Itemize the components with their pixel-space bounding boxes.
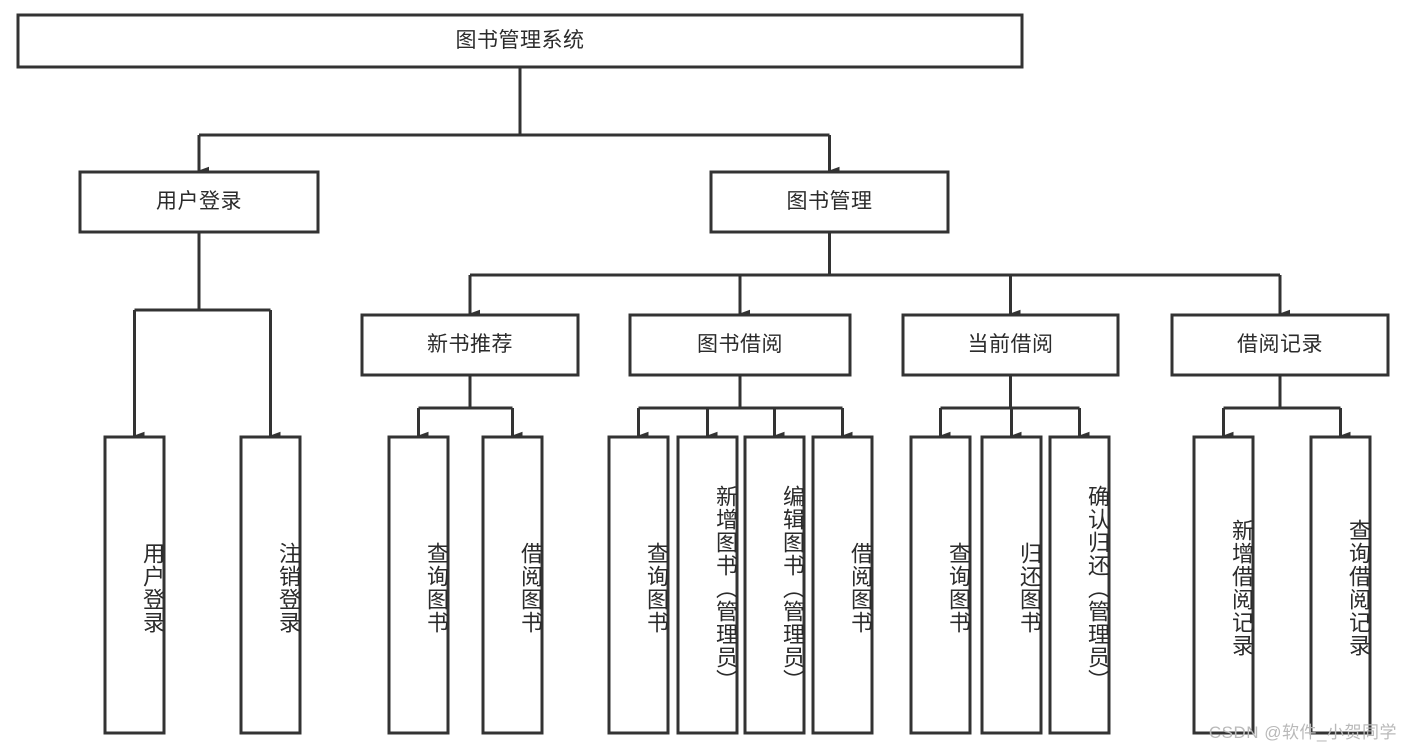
node-box-leaf-bb-edit[interactable] <box>743 435 806 735</box>
node-box-borrow-record[interactable] <box>1170 313 1390 377</box>
node-box-leaf-cb-return[interactable] <box>980 435 1043 735</box>
node-box-root[interactable] <box>16 13 1024 69</box>
node-box-leaf-user-logout[interactable] <box>239 435 302 735</box>
node-box-user-login[interactable] <box>78 170 320 234</box>
node-box-leaf-cb-query[interactable] <box>909 435 972 735</box>
node-box-leaf-rec-query[interactable] <box>387 435 450 735</box>
edges-layer <box>132 67 1351 441</box>
node-box-new-book-rec[interactable] <box>360 313 580 377</box>
node-box-leaf-cb-confirm[interactable] <box>1048 435 1111 735</box>
node-box-leaf-br-add[interactable] <box>1192 435 1255 735</box>
node-box-leaf-bb-borrow[interactable] <box>811 435 874 735</box>
nodes-layer <box>16 13 1390 735</box>
node-box-leaf-user-login[interactable] <box>103 435 166 735</box>
node-box-current-borrow[interactable] <box>901 313 1120 377</box>
node-box-leaf-bb-query[interactable] <box>607 435 670 735</box>
node-box-leaf-bb-add[interactable] <box>676 435 739 735</box>
node-box-book-borrow[interactable] <box>628 313 852 377</box>
node-box-leaf-br-query[interactable] <box>1309 435 1372 735</box>
node-box-leaf-rec-borrow[interactable] <box>481 435 544 735</box>
node-box-book-manage[interactable] <box>709 170 950 234</box>
watermark-text: CSDN @软件_小贺同学 <box>1208 723 1397 742</box>
